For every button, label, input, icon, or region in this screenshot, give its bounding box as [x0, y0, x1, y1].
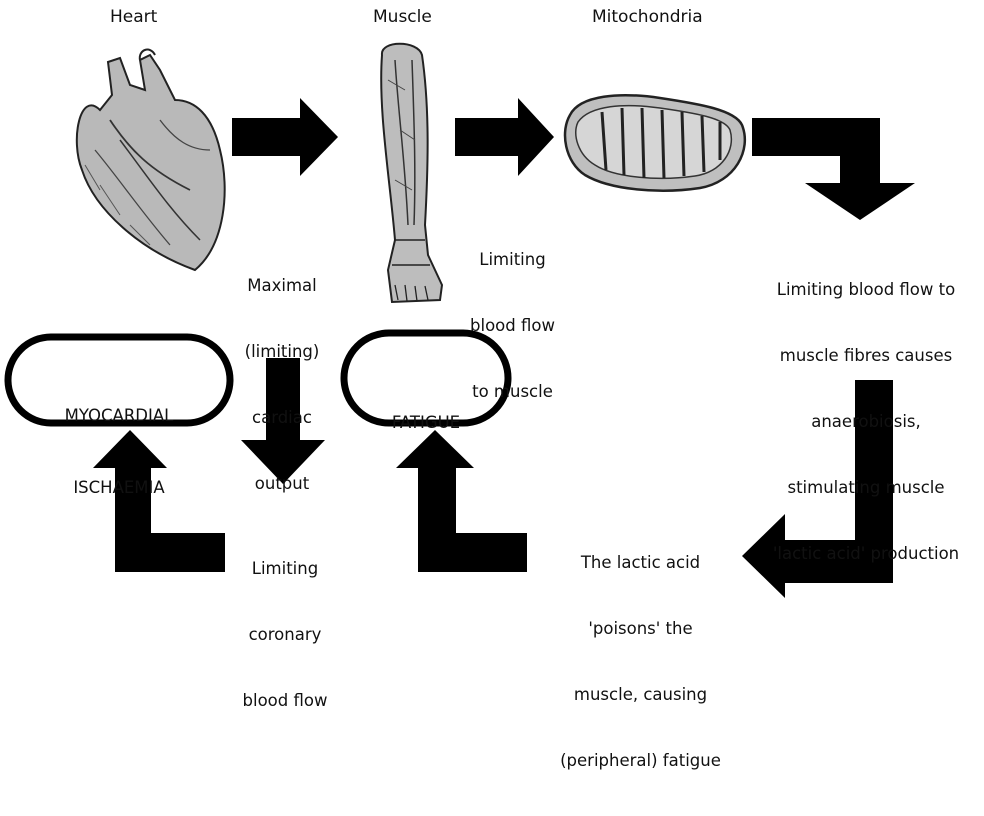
- cardiac-output-line-3: cardiac: [222, 407, 342, 429]
- lactic-poison-line-4: (peripheral) fatigue: [548, 750, 733, 772]
- arrow-muscle-to-mitochondria: [455, 98, 554, 176]
- arrow-mitochondria-elbow: [752, 118, 915, 220]
- heart-illustration-icon: [77, 50, 225, 270]
- anaerobiosis-line-5: 'lactic acid' production: [752, 543, 980, 565]
- blood-flow-muscle-line-1: Limiting: [455, 249, 570, 271]
- anaerobiosis-line-4: stimulating muscle: [752, 477, 980, 499]
- label-lactic-poison: The lactic acid 'poisons' the muscle, ca…: [548, 508, 733, 816]
- blood-flow-muscle-line-3: to muscle: [455, 381, 570, 403]
- mitochondrion-illustration-icon: [565, 95, 745, 190]
- lactic-poison-line-1: The lactic acid: [548, 552, 733, 574]
- pill-ischaemia-line-2: ISCHAEMIA: [24, 476, 214, 500]
- cardiac-output-line-2: (limiting): [222, 341, 342, 363]
- pill-ischaemia-text: MYOCARDIAL ISCHAEMIA: [24, 356, 214, 548]
- cardiac-output-line-4: output: [222, 473, 342, 495]
- label-coronary: Limiting coronary blood flow: [225, 514, 345, 756]
- label-cardiac-output: Maximal (limiting) cardiac output: [222, 231, 342, 539]
- lactic-poison-line-3: muscle, causing: [548, 684, 733, 706]
- label-blood-flow-muscle: Limiting blood flow to muscle: [455, 205, 570, 447]
- arrow-heart-to-muscle: [232, 98, 338, 176]
- cardiac-output-line-1: Maximal: [222, 275, 342, 297]
- blood-flow-muscle-line-2: blood flow: [455, 315, 570, 337]
- pill-ischaemia-line-1: MYOCARDIAL: [24, 404, 214, 428]
- coronary-line-1: Limiting: [225, 558, 345, 580]
- diagram: Heart Muscle Mitochondria: [0, 0, 984, 603]
- leg-muscle-illustration-icon: [381, 44, 442, 302]
- anaerobiosis-line-2: muscle fibres causes: [752, 345, 980, 367]
- anaerobiosis-line-3: anaerobiosis,: [752, 411, 980, 433]
- lactic-poison-line-2: 'poisons' the: [548, 618, 733, 640]
- coronary-line-3: blood flow: [225, 690, 345, 712]
- anaerobiosis-line-1: Limiting blood flow to: [752, 279, 980, 301]
- coronary-line-2: coronary: [225, 624, 345, 646]
- label-anaerobiosis: Limiting blood flow to muscle fibres cau…: [752, 235, 980, 609]
